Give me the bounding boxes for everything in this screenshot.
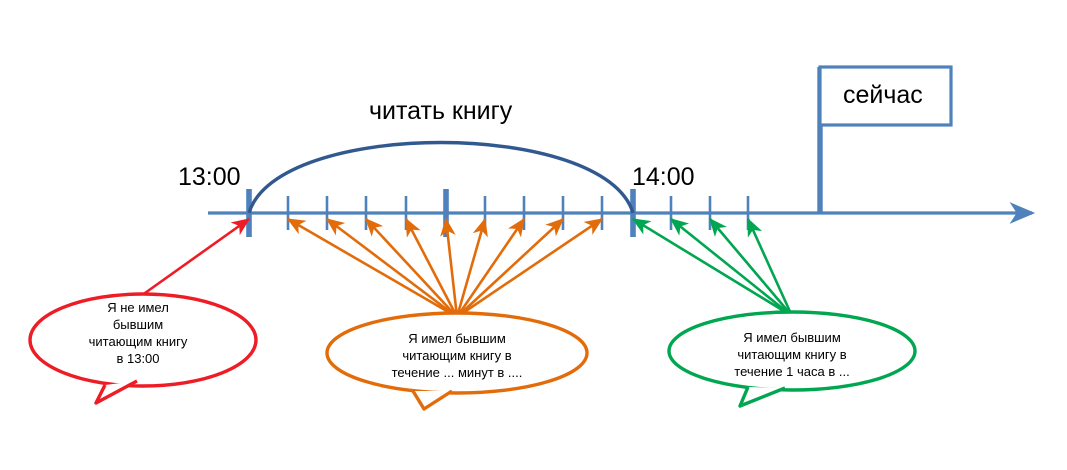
callout-arrow-green [709,218,793,317]
timeline-label-1300: 13:00 [178,163,241,191]
callout-arrow-green [669,217,793,318]
callout-arrows [137,217,794,319]
now-flag-label: сейчас [843,81,923,109]
callout-tail-orange [411,389,453,411]
activity-arc [247,140,635,214]
callout-arrow-orange [455,217,488,318]
now-flag [817,65,953,213]
callout-line: бывшим [112,317,164,332]
callout-line: течение 1 часа в ... [734,364,850,379]
callout-line: Я имел бывшим [743,330,841,345]
callout-arrow-orange [456,217,604,319]
callout-arrow-orange [456,218,564,318]
callout-arrow-green [631,217,793,318]
callout-ellipse-red [28,292,258,388]
callout-ellipse-orange [325,311,589,395]
callout-line: читающим книгу в [737,347,847,362]
callout-arrow-orange [365,218,458,318]
callout-arrow-orange [440,217,459,318]
activity-arc-path [247,140,635,214]
callout-line: Я не имел [107,300,169,315]
callout-tail-green [738,386,786,408]
callout-bubbles [28,292,917,411]
callout-arrow-orange [455,217,526,318]
callout-line: читающим книгу в [402,348,512,363]
callout-text-green: Я имел бывшим читающим книгу в течение 1 ч… [687,329,897,380]
callout-text-red: Я не имел бывшим читающим книгу в 13:00 [48,299,228,367]
callout-line: в 13:00 [116,351,160,366]
callout-line: Я имел бывшим [408,331,506,346]
timeline-label-1400: 14:00 [632,163,695,191]
callout-text-orange: Я имел бывшим читающим книгу в течение ...… [352,330,562,381]
callout-line: течение ... минут в .... [391,365,523,380]
now-flag-box [818,65,953,127]
callout-arrow-red [137,217,251,300]
callout-ellipse-green [667,310,917,392]
timeline-axis [208,189,1036,237]
callout-arrow-orange [325,217,458,319]
arc-activity-label: читать книгу [369,97,513,125]
callout-tail-red [94,379,138,405]
callout-line: читающим книгу [88,334,188,349]
callout-arrow-green [746,217,794,317]
callout-arrow-orange [286,217,458,319]
callout-arrow-orange [404,217,459,318]
